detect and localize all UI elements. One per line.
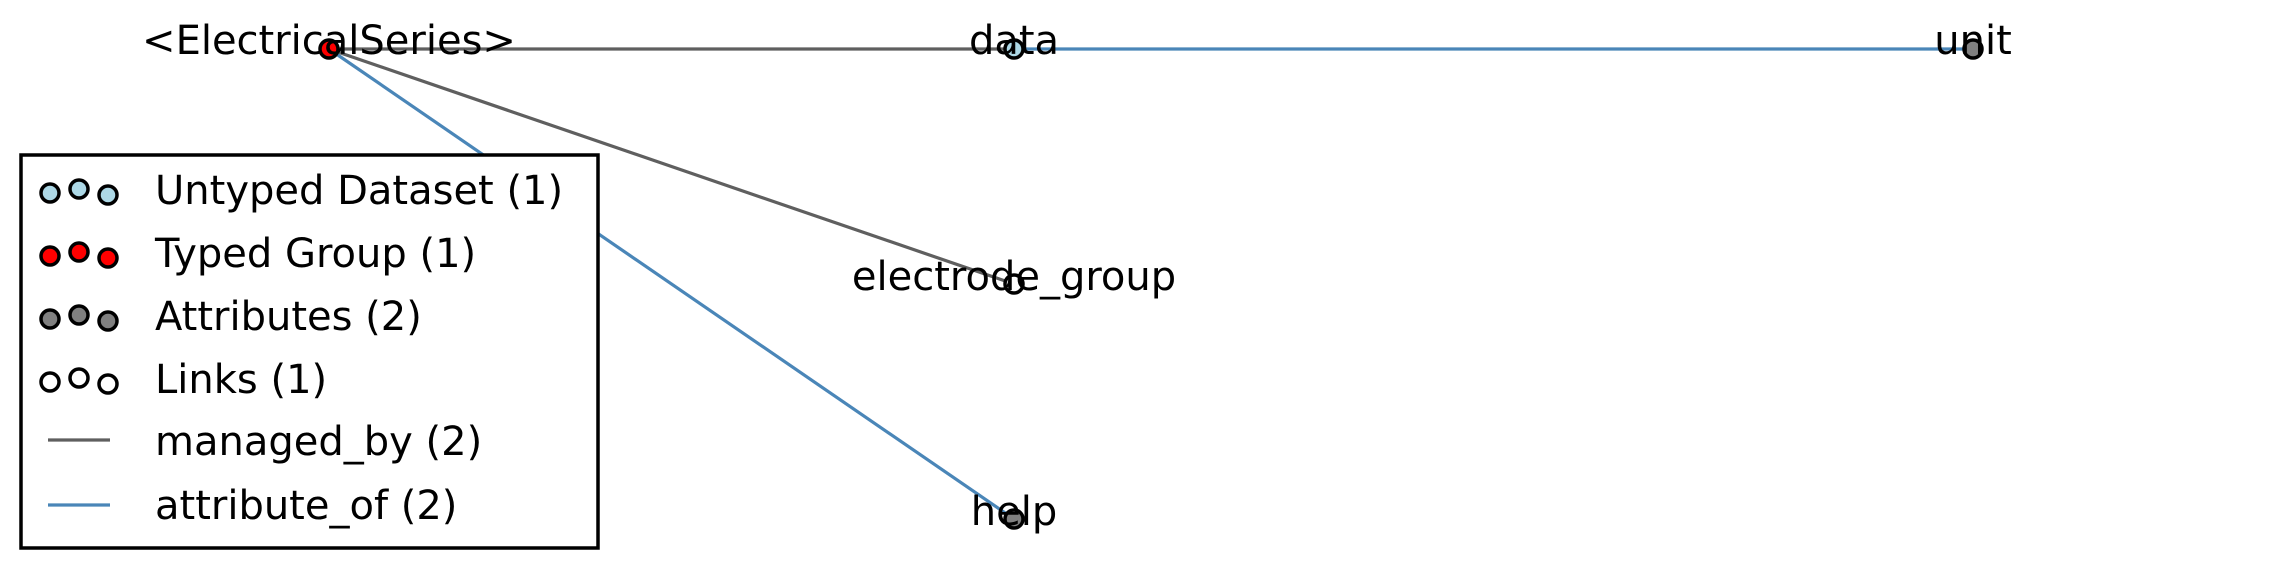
legend-label-managed-by: managed_by (2) xyxy=(155,419,482,465)
legend-marker-links xyxy=(68,367,90,389)
legend-label-attributes: Attributes (2) xyxy=(155,294,422,340)
legend-label-attribute-of: attribute_of (2) xyxy=(155,483,457,529)
label-layer: <ElectricalSeries> data unit electrode_g… xyxy=(142,18,2012,535)
legend-item-links: Links (1) xyxy=(39,357,327,403)
legend-label-typed-group: Typed Group (1) xyxy=(154,231,476,277)
node-label-unit: unit xyxy=(1934,18,2012,64)
legend-marker-links xyxy=(97,373,119,395)
node-unit-marker xyxy=(1962,38,1984,60)
node-electrical-series-marker xyxy=(318,38,340,60)
node-data-marker xyxy=(1003,38,1025,60)
node-label-data: data xyxy=(969,18,1059,64)
edge-layer xyxy=(328,47,1973,521)
legend: Untyped Dataset (1) Typed Group (1) Attr… xyxy=(19,153,600,550)
legend-label-links: Links (1) xyxy=(155,357,327,403)
legend-marker-untyped-dataset xyxy=(39,182,61,204)
legend-marker-untyped-dataset xyxy=(68,178,90,200)
legend-marker-attributes xyxy=(68,304,90,326)
node-help-marker xyxy=(1003,508,1025,530)
legend-marker-typed-group xyxy=(97,247,119,269)
node-layer xyxy=(318,38,1984,530)
legend-marker-untyped-dataset xyxy=(97,184,119,206)
node-label-help: help xyxy=(971,489,1057,535)
legend-marker-attributes xyxy=(39,308,61,330)
legend-item-untyped-dataset: Untyped Dataset (1) xyxy=(39,168,563,214)
legend-marker-typed-group xyxy=(39,245,61,267)
legend-label-untyped-dataset: Untyped Dataset (1) xyxy=(155,168,563,214)
legend-item-attributes: Attributes (2) xyxy=(39,294,422,340)
legend-item-attribute-of: attribute_of (2) xyxy=(48,483,457,529)
edge-attribute-of-electrical-series-help xyxy=(328,47,1015,521)
node-electrode-group-marker xyxy=(1003,273,1025,295)
legend-marker-attributes xyxy=(97,310,119,332)
legend-box xyxy=(19,153,600,550)
node-label-electrical-series: <ElectricalSeries> xyxy=(142,18,516,64)
node-label-electrode-group: electrode_group xyxy=(852,254,1176,300)
legend-item-managed-by: managed_by (2) xyxy=(48,419,482,465)
legend-item-typed-group: Typed Group (1) xyxy=(39,231,476,277)
legend-marker-typed-group xyxy=(68,241,90,263)
legend-marker-links xyxy=(39,371,61,393)
edge-managed-by-electrical-series-electrode-group xyxy=(328,47,1015,286)
